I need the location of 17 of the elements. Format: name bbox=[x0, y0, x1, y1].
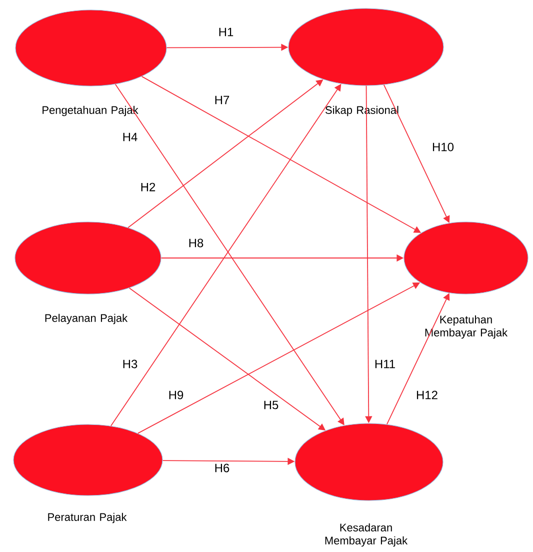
edge-label: H6 bbox=[215, 464, 230, 472]
edge-label: H10 bbox=[432, 142, 454, 152]
edge-label: H9 bbox=[169, 390, 184, 400]
edge-label: H12 bbox=[416, 390, 438, 400]
node-label: Pelayanan Pajak bbox=[45, 314, 128, 324]
arrow bbox=[386, 293, 450, 425]
edge-label: H4 bbox=[123, 132, 138, 142]
node-label: Peraturan Pajak bbox=[48, 512, 127, 524]
edge-label: H1 bbox=[219, 28, 234, 36]
edge-label: H2 bbox=[141, 182, 156, 192]
edge-label: H3 bbox=[123, 360, 138, 368]
edge-label: H8 bbox=[189, 238, 204, 248]
edge-label: H7 bbox=[215, 96, 230, 104]
node-label: Kesadaran Membayar Pajak bbox=[325, 523, 408, 547]
edge-label: H5 bbox=[264, 400, 278, 410]
arrow bbox=[383, 84, 450, 223]
edge-label: H11 bbox=[375, 360, 395, 368]
